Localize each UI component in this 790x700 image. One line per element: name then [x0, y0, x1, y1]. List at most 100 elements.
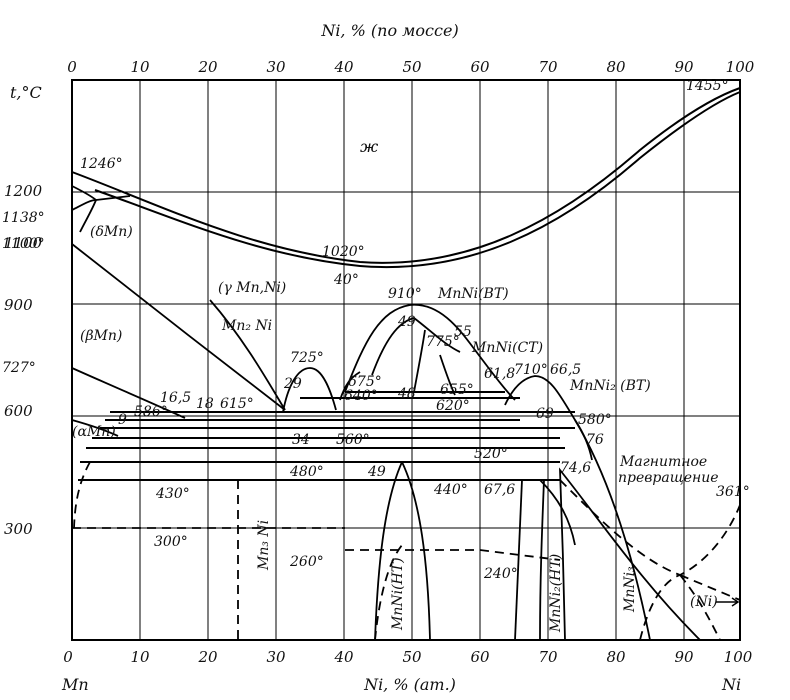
y-tick: 900	[4, 296, 33, 314]
label-magnetic-2: превращение	[618, 470, 719, 486]
label-260: 260°	[289, 554, 324, 570]
label-alpha-mn: (αMn)	[72, 424, 116, 440]
y-tick: 1100	[4, 234, 43, 252]
x-tick-bottom: 70	[538, 648, 558, 666]
label-ni-phase: (Ni)	[690, 594, 718, 610]
label-34: 34	[292, 432, 310, 448]
x-tick-top: 40	[333, 58, 354, 76]
left-element-label: Mn	[61, 675, 89, 694]
annotations: ж 1455° 1246° 1138° 1100° (δMn) 1020° 40…	[2, 78, 750, 633]
ni-arrow	[716, 597, 740, 607]
label-mnni-ht: MnNi(HT)	[390, 557, 406, 631]
label-49a: 49	[397, 314, 416, 330]
x-tick-bottom: 0	[63, 648, 73, 666]
label-430: 430°	[155, 486, 190, 502]
label-1138: 1138°	[2, 210, 45, 226]
label-55: 55	[454, 324, 472, 340]
label-300: 300°	[154, 534, 188, 550]
label-640: 640°	[344, 388, 378, 404]
x-tick-bottom: 40	[333, 648, 354, 666]
right-element-label: Ni	[721, 675, 741, 694]
label-1246: 1246°	[80, 156, 123, 172]
label-910: 910°	[388, 286, 422, 302]
x-tick-top: 80	[606, 58, 626, 76]
label-beta-mn: (βMn)	[80, 328, 122, 344]
label-61-8: 61,8	[484, 366, 515, 382]
y-tick: 1200	[4, 182, 43, 200]
label-mnni-bt: MnNi(BT)	[437, 286, 509, 302]
y-axis-title: t,°C	[10, 83, 42, 102]
label-67-6: 67,6	[484, 482, 515, 498]
x-tick-top: 70	[538, 58, 558, 76]
x-tick-bottom: 20	[197, 648, 218, 666]
label-mnni2-bt: MnNi₂ (BT)	[569, 378, 651, 394]
dashed-lines	[72, 461, 741, 641]
label-mn2ni: Mn₂ Ni	[221, 318, 272, 334]
label-560: 560°	[336, 432, 370, 448]
label-49b: 49	[367, 464, 386, 480]
x-tick-top: 50	[402, 58, 422, 76]
label-710: 710°	[514, 362, 548, 378]
x-tick-top: 0	[67, 58, 77, 76]
label-mnni3: MnNi₃	[622, 566, 638, 613]
y-tick: 600	[4, 402, 33, 420]
eutectoid-lines	[78, 391, 575, 481]
label-1020: 1020°	[322, 244, 365, 260]
label-mn3ni: Mn₃ Ni	[256, 520, 272, 571]
grid	[72, 80, 740, 640]
bottom-axis-ticks: 0 10 20 30 40 50 60 70 80 90 100	[63, 648, 753, 666]
label-delta-mn: (δMn)	[90, 224, 133, 240]
label-mnni2-ht: MnNi₂(HT)	[548, 554, 564, 633]
x-tick-top: 90	[674, 58, 694, 76]
label-725: 725°	[290, 350, 324, 366]
y-tick: 300	[4, 520, 33, 538]
label-40: 40°	[333, 272, 359, 288]
label-615: 615°	[220, 396, 254, 412]
label-586: 586°	[134, 404, 168, 420]
lower-phase-boundaries	[374, 419, 701, 641]
label-361: 361°	[716, 484, 750, 500]
label-440: 440°	[433, 482, 468, 498]
label-1100: 1100°	[2, 236, 45, 252]
label-520: 520°	[474, 446, 508, 462]
mnni-dome	[339, 304, 516, 401]
label-620: 620°	[436, 398, 470, 414]
x-tick-top: 60	[470, 58, 490, 76]
label-mnni-ct: MnNi(CT)	[471, 340, 543, 356]
top-axis-ticks: 0 10 20 30 40 50 60 70 80 90 100	[67, 58, 755, 76]
label-magnetic-1: Магнитное	[619, 454, 707, 470]
bottom-axis-title: Ni, % (ат.)	[363, 675, 456, 694]
x-tick-top: 30	[266, 58, 286, 76]
x-tick-bottom: 90	[674, 648, 694, 666]
label-76: 76	[586, 432, 604, 448]
x-tick-bottom: 60	[470, 648, 490, 666]
label-9: 9	[118, 412, 127, 428]
label-66-5: 66,5	[550, 362, 581, 378]
x-tick-bottom: 30	[266, 648, 286, 666]
label-480: 480°	[289, 464, 324, 480]
label-liquid: ж	[360, 137, 379, 156]
x-tick-bottom: 10	[130, 648, 150, 666]
liquidus-solidus-lines	[71, 87, 741, 268]
label-655: 655°	[440, 382, 474, 398]
top-axis-title: Ni, % (по мocce)	[320, 21, 458, 40]
plot-frame	[71, 79, 741, 641]
label-1455: 1455°	[686, 78, 729, 94]
x-tick-bottom: 50	[402, 648, 422, 666]
label-775: 775°	[426, 334, 460, 350]
x-tick-bottom: 80	[606, 648, 626, 666]
x-tick-bottom: 100	[724, 648, 753, 666]
label-16-5: 16,5	[160, 390, 191, 406]
label-69: 69	[536, 406, 554, 422]
label-18: 18	[196, 396, 214, 412]
label-74-6: 74,6	[560, 460, 591, 476]
x-tick-top: 20	[197, 58, 218, 76]
label-580: 580°	[578, 412, 612, 428]
label-gamma-phase: (γ Mn,Ni)	[218, 280, 286, 296]
label-29: 29	[283, 376, 302, 392]
y-axis-ticks: 1200 1100 900 600 300	[4, 182, 43, 538]
mn2ni-dome	[282, 367, 337, 413]
label-675: 675°	[348, 374, 382, 390]
delta-mn-region	[71, 185, 131, 233]
